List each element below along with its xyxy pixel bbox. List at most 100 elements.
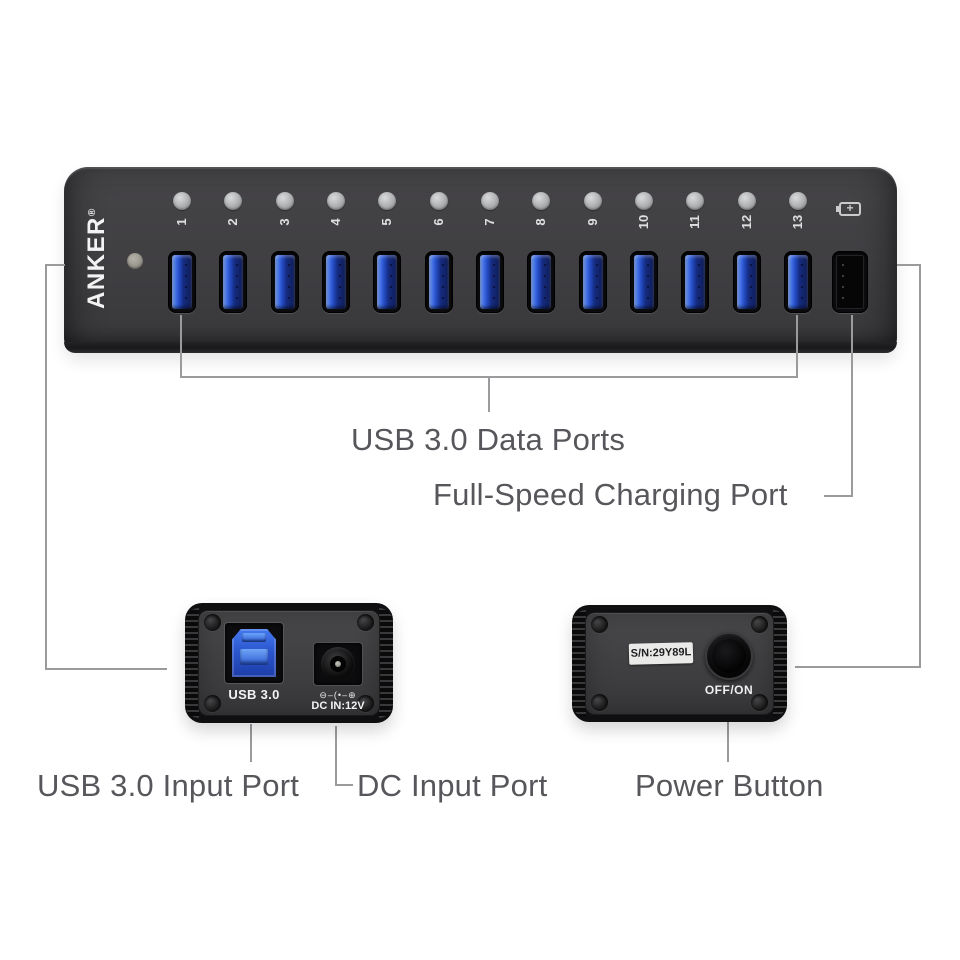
- usb3-port-label: USB 3.0: [228, 687, 280, 702]
- usb3-data-port: [527, 251, 556, 313]
- usb3-connector: [685, 255, 706, 309]
- screw-icon: [751, 616, 768, 633]
- usb3-data-port: [424, 251, 453, 313]
- usb3-data-port: [321, 251, 350, 313]
- screw-icon: [204, 614, 221, 631]
- port-unit-2: 2: [219, 188, 248, 318]
- port-number: 3: [276, 218, 292, 226]
- registered-trademark-icon: ®: [87, 208, 98, 217]
- right-route-bottom: [795, 666, 921, 668]
- usb3-data-port: [578, 251, 607, 313]
- usb3-data-port: [219, 251, 248, 313]
- port-number: 13: [789, 214, 805, 230]
- port-unit-10: 10: [629, 188, 658, 318]
- usb3-connector: [736, 255, 757, 309]
- usb-b-bottom-slot: [240, 649, 268, 665]
- status-led: [429, 192, 448, 210]
- dc-center-pin: [335, 661, 341, 667]
- charging-port-label: Full-Speed Charging Port: [433, 477, 788, 512]
- bracket-left-leg: [180, 315, 182, 378]
- charging-callout-vertical: [851, 315, 853, 497]
- bracket-right-leg: [796, 315, 798, 378]
- power-button-cap: [712, 639, 746, 673]
- usb3-data-port: [732, 251, 761, 313]
- power-button-callout: [727, 698, 729, 762]
- serial-number-label: S/N:29Y89L: [628, 642, 694, 665]
- status-led: [275, 192, 294, 210]
- port-unit-5: 5: [373, 188, 402, 318]
- dc-input-callout-vertical: [335, 726, 337, 786]
- usb3-connector: [223, 255, 244, 309]
- charging-port: [832, 251, 868, 313]
- brand-text: ANKER: [83, 216, 110, 309]
- screw-icon: [591, 616, 608, 633]
- port-number: 9: [584, 218, 600, 226]
- usb3-data-port: [373, 251, 402, 313]
- power-led: [127, 253, 143, 269]
- screw-icon: [591, 694, 608, 711]
- usb3-data-port: [270, 251, 299, 313]
- port-unit-3: 3: [270, 188, 299, 318]
- port-number: 11: [687, 215, 703, 229]
- port-number: 10: [635, 214, 651, 230]
- screw-icon: [357, 614, 374, 631]
- input-end-face: USB 3.0 ⊖–(•–⊕ DC IN:12V: [198, 610, 380, 716]
- usb3-connector: [172, 255, 192, 309]
- port-number: 5: [379, 218, 395, 226]
- usb3-data-port: [475, 251, 504, 313]
- left-route-stub: [45, 264, 65, 266]
- usb3-connector: [325, 255, 346, 309]
- usb-type-b-connector: [232, 629, 276, 677]
- usb3-connector: [633, 255, 654, 309]
- usb3-connector: [274, 255, 295, 309]
- off-on-label: OFF/ON: [704, 683, 754, 697]
- dc-port-label: DC IN:12V: [311, 700, 365, 712]
- port-unit-7: 7: [475, 188, 504, 318]
- status-led: [583, 192, 602, 210]
- heatsink-ribs-right: [773, 610, 787, 717]
- port-unit-6: 6: [424, 188, 453, 318]
- battery-plus-icon: [836, 202, 861, 216]
- power-end-face: S/N:29Y89L OFF/ON: [585, 612, 774, 715]
- port-number: 4: [327, 218, 343, 226]
- brand-logo: ANKER®: [80, 208, 110, 309]
- dc-polarity-center-positive-icon: ⊖–(•–⊕: [319, 690, 357, 700]
- port-number: 6: [430, 218, 446, 226]
- usb3-data-port: [783, 251, 812, 313]
- status-led: [737, 192, 756, 210]
- port-unit-12: 12: [732, 188, 761, 318]
- dc-input-jack: [313, 642, 363, 686]
- port-number: 8: [533, 218, 549, 226]
- screw-icon: [751, 694, 768, 711]
- status-led: [326, 192, 345, 210]
- usb3-connector: [428, 255, 449, 309]
- input-end-view: USB 3.0 ⊖–(•–⊕ DC IN:12V: [185, 603, 393, 723]
- usb3-input-port: [224, 622, 284, 684]
- port-unit-1: 1: [168, 188, 196, 318]
- charging-port-connector: [836, 255, 864, 309]
- status-led: [686, 192, 705, 210]
- left-route-vertical: [45, 264, 47, 670]
- charging-callout-dash: [824, 495, 852, 497]
- port-unit-13: 13: [783, 188, 812, 318]
- usb3-data-port: [168, 251, 196, 313]
- heatsink-ribs-left: [185, 608, 199, 718]
- status-led: [480, 192, 499, 210]
- status-led: [224, 192, 243, 210]
- hub-front-edge: [64, 342, 897, 353]
- bracket-stem: [488, 376, 490, 412]
- charging-port-unit: [832, 188, 868, 318]
- status-led: [378, 192, 397, 210]
- usb3-connector: [787, 255, 808, 309]
- usb-input-callout: [250, 724, 252, 762]
- usb-input-label: USB 3.0 Input Port: [37, 768, 300, 803]
- right-route-vertical: [919, 264, 921, 668]
- screw-icon: [357, 695, 374, 712]
- power-button: [705, 632, 753, 680]
- usb3-connector: [377, 255, 398, 309]
- screw-icon: [204, 695, 221, 712]
- port-number: 2: [225, 218, 241, 226]
- usb3-connector: [582, 255, 603, 309]
- power-end-view: S/N:29Y89L OFF/ON: [572, 605, 787, 722]
